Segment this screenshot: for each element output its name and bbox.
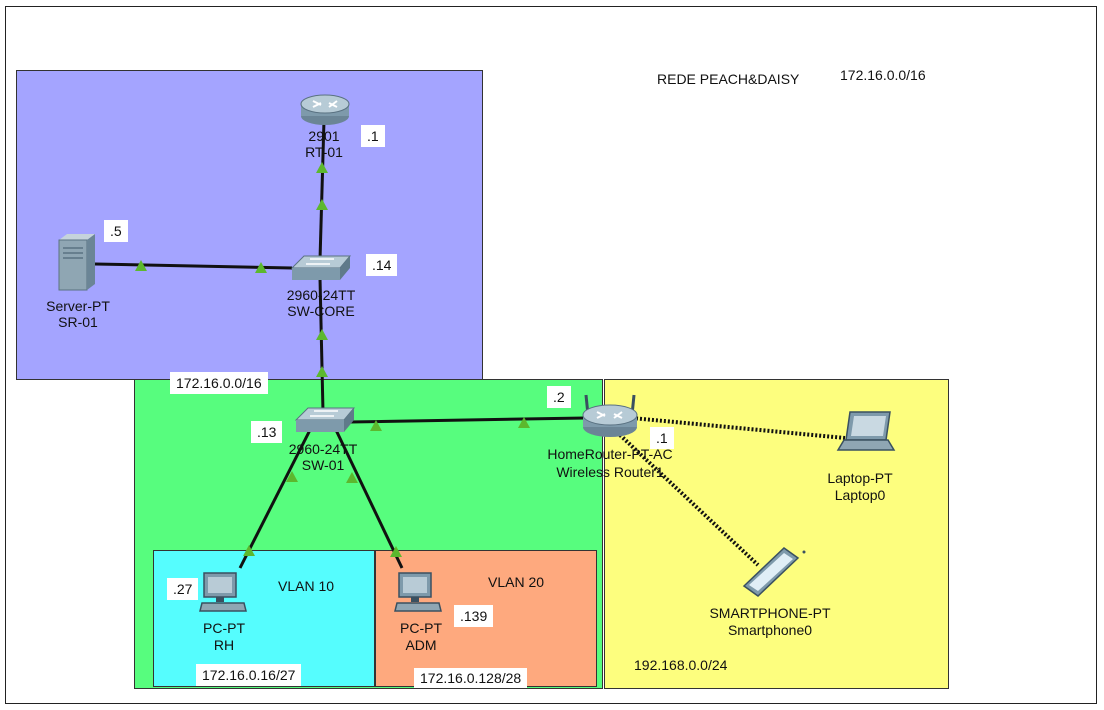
laptop-model-label: Laptop-PT xyxy=(827,470,893,486)
core-switch-ip-label: .14 xyxy=(366,254,398,276)
router-model-label: 2901 xyxy=(308,128,340,144)
link-router-coreswitch xyxy=(318,119,326,261)
vlan20-subnet-label: 172.16.0.128/28 xyxy=(414,668,528,688)
server-ip-label: .5 xyxy=(104,220,128,242)
link-coreswitch-accessswitch xyxy=(318,277,325,413)
link-accessswitch-pcadm xyxy=(334,429,404,569)
access-network-label: 172.16.0.0/16 xyxy=(170,372,268,394)
wireless-router-wan-ip-label: .2 xyxy=(547,386,571,408)
access-switch-model-label: 2960-24TT xyxy=(288,441,358,457)
router-ip-label: .1 xyxy=(361,125,385,147)
wireless-network-label: 192.168.0.0/24 xyxy=(634,657,728,673)
link-status-triangle xyxy=(518,417,530,428)
link-status-triangle xyxy=(316,329,328,340)
smartphone-name-label: Smartphone0 xyxy=(727,622,813,638)
router-icon[interactable] xyxy=(299,92,351,128)
wireless-router-icon[interactable] xyxy=(580,393,640,441)
pc-adm-name-label: ADM xyxy=(405,637,437,653)
switch-icon[interactable] xyxy=(294,406,356,434)
laptop-name-label: Laptop0 xyxy=(834,487,886,503)
core-switch-model-label: 2960-24TT xyxy=(286,287,356,303)
network-address: 172.16.0.0/16 xyxy=(834,64,932,86)
access-switch-name-label: SW-01 xyxy=(301,457,345,473)
link-status-triangle xyxy=(346,472,358,483)
wireless-link-smartphone xyxy=(618,433,760,567)
pc-adm-model-label: PC-PT xyxy=(400,620,442,636)
network-title: REDE PEACH&DAISY xyxy=(651,68,806,90)
vlan10-label: VLAN 10 xyxy=(278,578,335,594)
pc-icon[interactable] xyxy=(198,571,248,615)
link-status-triangle xyxy=(316,199,328,210)
core-switch-name-label: SW-CORE xyxy=(287,303,355,319)
link-status-triangle xyxy=(135,260,147,271)
pc-rh-ip-label: .27 xyxy=(167,578,199,600)
switch-icon[interactable] xyxy=(290,254,352,282)
pc-rh-model-label: PC-PT xyxy=(203,620,245,636)
server-icon[interactable] xyxy=(57,234,97,292)
link-status-triangle xyxy=(390,546,402,557)
server-name-label: SR-01 xyxy=(58,314,98,330)
link-accessswitch-wirelessrouter xyxy=(349,416,586,424)
access-switch-ip-label: .13 xyxy=(251,421,283,443)
smartphone-icon[interactable] xyxy=(740,546,810,598)
link-accessswitch-pcrh xyxy=(238,429,312,569)
server-model-label: Server-PT xyxy=(46,298,110,314)
pc-rh-name-label: RH xyxy=(213,637,235,653)
wireless-router-name-label: Wireless Router1 xyxy=(556,464,664,480)
link-status-triangle xyxy=(255,262,267,273)
diagram-frame xyxy=(5,6,1097,704)
wireless-router-lan-ip-label: .1 xyxy=(650,427,674,449)
link-status-triangle xyxy=(243,545,255,556)
vlan20-label: VLAN 20 xyxy=(488,574,545,590)
link-status-triangle xyxy=(370,420,382,431)
smartphone-model-label: SMARTPHONE-PT xyxy=(709,605,831,621)
link-status-triangle xyxy=(286,471,298,482)
wireless-router-model-label: HomeRouter-PT-AC xyxy=(547,446,673,462)
router-name-label: RT-01 xyxy=(305,144,343,160)
pc-adm-ip-label: .139 xyxy=(454,605,494,627)
link-status-triangle xyxy=(316,366,328,377)
vlan10-subnet-label: 172.16.0.16/27 xyxy=(196,664,302,686)
laptop-icon[interactable] xyxy=(836,410,898,454)
pc-icon[interactable] xyxy=(393,571,443,615)
link-status-triangle xyxy=(316,162,328,173)
